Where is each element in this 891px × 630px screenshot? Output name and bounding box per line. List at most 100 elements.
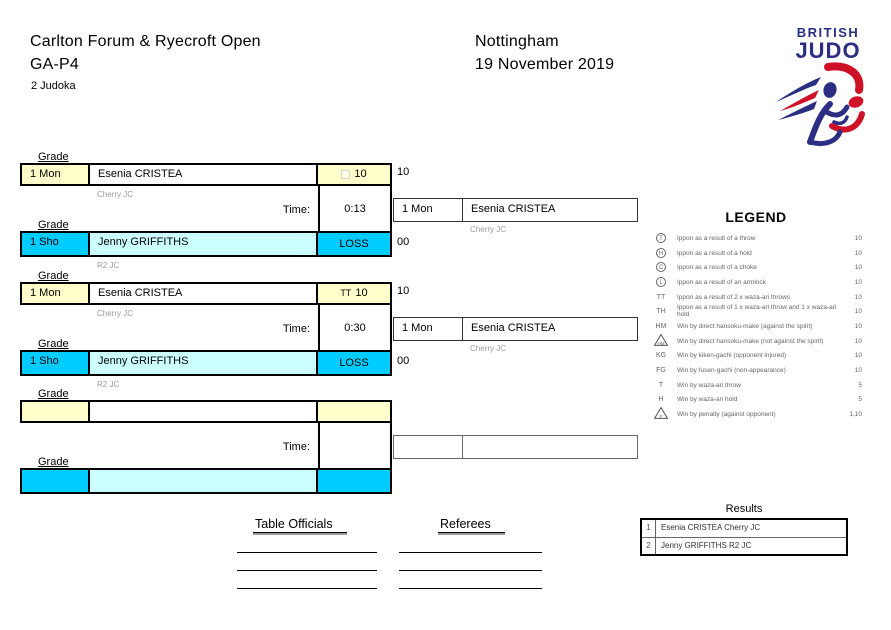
- symbol-tt: TT: [656, 293, 666, 301]
- time-cell: 0:30: [318, 303, 392, 352]
- legend-text: Ippon as a result of a choke: [677, 263, 757, 271]
- result-rank: 2: [642, 538, 656, 554]
- legend-value: 10: [854, 293, 862, 301]
- legend-row: TT Ippon as a result of 2 x waza-ari thr…: [650, 290, 862, 304]
- result-name: Esenia CRISTEA Cherry JC: [661, 523, 761, 532]
- logo-word-judo: JUDO: [795, 38, 861, 63]
- grade-cell: 1 Mon: [22, 284, 90, 303]
- signature-line: [399, 552, 542, 553]
- legend-value: 10: [854, 249, 862, 257]
- contestant-row-blue: [20, 468, 392, 494]
- symbol-t: T: [658, 381, 664, 389]
- name-cell: Jenny GRIFFITHS: [90, 352, 318, 374]
- grade-label: Grade: [38, 270, 69, 282]
- legend-text: Ippon as a result of a throw: [677, 234, 756, 242]
- name-cell: Esenia CRISTEA: [90, 284, 318, 303]
- outer-score: 00: [397, 236, 410, 248]
- legend-text: Win by waza-ari throw: [677, 381, 741, 389]
- score-value: 10: [354, 168, 367, 180]
- event-location: Nottingham: [475, 33, 559, 50]
- legend-row: T Ippon as a result of a throw 10: [650, 231, 862, 245]
- score-value: 10: [355, 287, 368, 299]
- contestant-row-blue: 1 Sho Jenny GRIFFITHS LOSS: [20, 350, 392, 376]
- legend-row: T Win by waza-ari throw 5: [650, 378, 862, 392]
- results-panel: Results 1 Esenia CRISTEA Cherry JC 2 Jen…: [640, 503, 848, 556]
- legend-value: 10: [854, 351, 862, 359]
- legend-row: H Ippon as a result of a hold 10: [650, 246, 862, 260]
- legend-text: Ippon as a result of 2 x waza-ari throws: [677, 293, 791, 301]
- signature-line: [237, 570, 377, 571]
- legend-row: KG Win by kiken-gachi (opponent injured)…: [650, 348, 862, 362]
- legend-row: C Ippon as a result of a choke 10: [650, 260, 862, 274]
- legend-value: 10: [854, 278, 862, 286]
- symbol-h: H: [658, 395, 664, 403]
- logo-word-british: BRITISH: [796, 25, 860, 40]
- legend-row: P Win by penalty (against opponent) 1,10: [650, 407, 862, 421]
- table-officials-heading: Table Officials: [253, 517, 347, 535]
- grade-label: Grade: [38, 338, 69, 350]
- grade-label: Grade: [38, 456, 69, 468]
- contestant-row-white: 1 Mon Esenia CRISTEA 10: [20, 163, 392, 186]
- legend-text: Win by kiken-gachi (opponent injured): [677, 351, 787, 359]
- club-label: Cherry JC: [97, 309, 134, 318]
- circle-choke-icon: C: [656, 262, 666, 272]
- triangle-hansoku-icon: HM: [654, 334, 668, 346]
- winner-club-label: Cherry JC: [470, 225, 507, 234]
- winner-name-cell: Esenia CRISTEA: [471, 322, 556, 334]
- grade-cell: 1 Sho: [22, 352, 90, 374]
- legend-row: TH Ippon as a result of 1 x waza-ari thr…: [650, 304, 862, 318]
- winner-box: 1 Mon Esenia CRISTEA: [393, 317, 638, 341]
- contestant-row-blue: 1 Sho Jenny GRIFFITHS LOSS: [20, 231, 392, 257]
- signature-line: [399, 570, 542, 571]
- bracket-section-1: Grade 1 Mon Esenia CRISTEA 10 Cherry JC …: [20, 151, 660, 271]
- legend-row: HM Win by direct hansoku-make (against t…: [650, 319, 862, 333]
- legend-text: Win by direct hansoku-make (not against …: [677, 337, 824, 345]
- winner-box: [393, 435, 638, 459]
- referees-heading: Referees: [438, 517, 505, 535]
- legend-row: H Win by waza-ari hold 5: [650, 392, 862, 406]
- symbol-kg: KG: [655, 351, 667, 359]
- name-cell: [90, 402, 318, 421]
- score-cell: [318, 470, 390, 492]
- legend-value: 10: [854, 366, 862, 374]
- legend-row: HM Win by direct hansoku-make (not again…: [650, 334, 862, 348]
- winner-box: 1 Mon Esenia CRISTEA: [393, 198, 638, 222]
- symbol-th: TH: [656, 307, 666, 315]
- club-label: Cherry JC: [97, 190, 134, 199]
- legend-row: FG Win by fusen-gachi (non-appearance) 1…: [650, 363, 862, 377]
- name-cell: Jenny GRIFFITHS: [90, 233, 318, 255]
- score-cell: 10: [318, 165, 390, 184]
- club-label: R2 JC: [97, 261, 120, 270]
- legend-value: 10: [854, 234, 862, 242]
- outer-score: 10: [397, 166, 410, 178]
- grade-cell: [22, 402, 90, 421]
- signature-line: [237, 552, 377, 553]
- legend-text: Ippon as a result of an armlock: [677, 278, 766, 286]
- legend-row: L Ippon as a result of an armlock 10: [650, 275, 862, 289]
- outer-score: 10: [397, 285, 410, 297]
- winner-name-cell: Esenia CRISTEA: [471, 203, 556, 215]
- signature-line: [399, 588, 542, 589]
- british-judo-logo: BRITISH JUDO: [786, 26, 870, 62]
- faded-symbol-icon: [341, 170, 351, 179]
- contestant-row-white: 1 Mon Esenia CRISTEA TT 10: [20, 282, 392, 305]
- legend-text: Win by penalty (against opponent): [677, 410, 776, 418]
- triangle-penalty-icon: P: [654, 407, 668, 419]
- legend-value: 10: [854, 307, 862, 315]
- circle-throw-icon: T: [656, 233, 666, 243]
- legend-text: Ippon as a result of 1 x waza-ari throw …: [677, 304, 837, 318]
- bracket-section-3: Grade Time: Grade: [20, 388, 660, 508]
- win-symbol: TT: [340, 288, 352, 298]
- score-cell: [318, 402, 390, 421]
- time-cell: 0:13: [318, 184, 392, 233]
- results-table: 1 Esenia CRISTEA Cherry JC 2 Jenny GRIFF…: [640, 518, 848, 556]
- circle-hold-icon: H: [656, 248, 666, 258]
- grade-label: Grade: [38, 151, 69, 163]
- legend-value: 10: [854, 322, 862, 330]
- club-label: R2 JC: [97, 380, 120, 389]
- winner-grade-cell: 1 Mon: [394, 318, 463, 340]
- score-cell: LOSS: [318, 233, 390, 255]
- symbol-hm: HM: [655, 322, 667, 330]
- winner-grade-cell: 1 Mon: [394, 199, 463, 221]
